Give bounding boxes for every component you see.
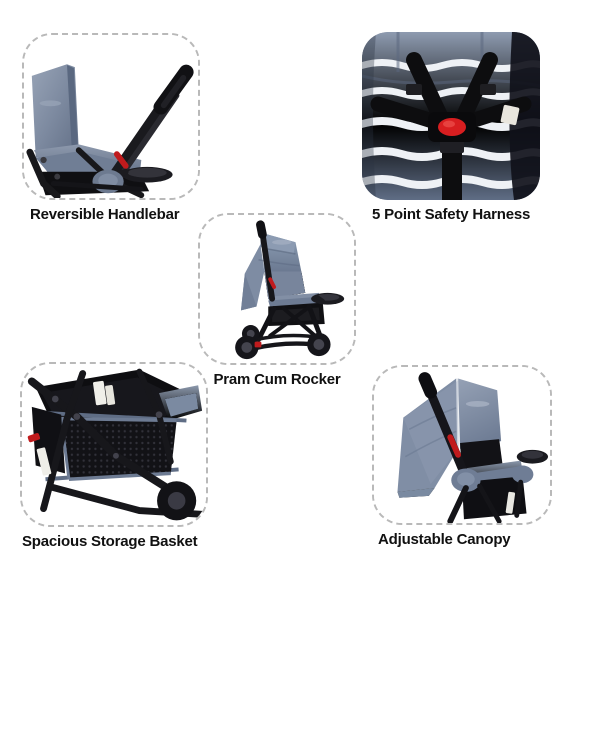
pram-cum-rocker-illustration	[200, 215, 354, 363]
caption-pram-cum-rocker: Pram Cum Rocker	[213, 371, 341, 388]
caption-safety-harness: 5 Point Safety Harness	[372, 206, 531, 223]
feature-panel-storage-basket: Spacious Storage Basket	[20, 362, 210, 549]
caption-reversible-handlebar: Reversible Handlebar	[30, 206, 180, 223]
photo-pram-cum-rocker	[198, 213, 356, 365]
safety-harness-illustration	[362, 32, 540, 200]
photo-adjustable-canopy	[372, 365, 552, 525]
adjustable-canopy-illustration	[374, 367, 550, 523]
storage-basket-illustration	[22, 364, 206, 525]
caption-adjustable-canopy: Adjustable Canopy	[378, 531, 511, 548]
reversible-handlebar-illustration	[24, 35, 198, 198]
feature-panel-safety-harness: 5 Point Safety Harness	[362, 32, 550, 222]
feature-panel-pram-cum-rocker: Pram Cum Rocker	[198, 213, 356, 387]
feature-panel-reversible-handlebar: Reversible Handlebar	[22, 33, 208, 222]
feature-panel-adjustable-canopy: Adjustable Canopy	[372, 365, 558, 547]
photo-reversible-handlebar	[22, 33, 200, 200]
caption-storage-basket: Spacious Storage Basket	[22, 533, 198, 550]
photo-storage-basket	[20, 362, 208, 527]
photo-safety-harness	[362, 32, 540, 200]
